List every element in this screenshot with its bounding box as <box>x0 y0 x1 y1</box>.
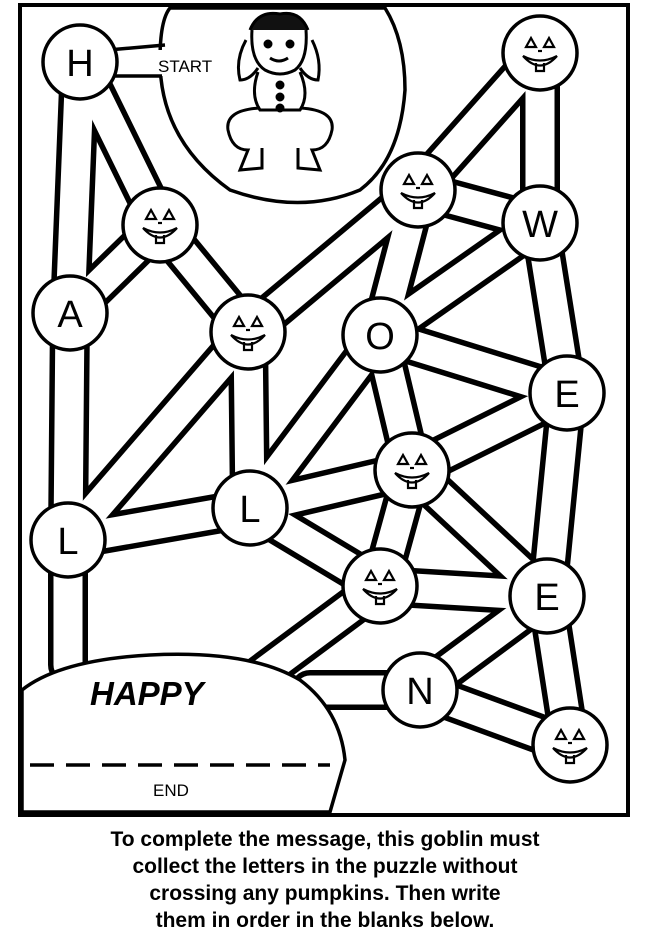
end-label: END <box>153 781 189 800</box>
letter-node-label: E <box>554 374 579 416</box>
letter-node-w[interactable]: W <box>501 184 579 262</box>
letter-node-label: A <box>57 294 83 336</box>
happy-word: HAPPY <box>90 675 207 712</box>
goblin-icon <box>226 11 334 172</box>
instruction-line: them in order in the blanks below. <box>155 909 495 932</box>
letter-node-h[interactable]: H <box>41 23 119 101</box>
instructions-text: To complete the message, this goblin mus… <box>0 826 650 934</box>
letter-node-l2[interactable]: L <box>211 469 289 547</box>
letter-node-a[interactable]: A <box>31 274 109 352</box>
letter-node-n[interactable]: N <box>381 651 459 729</box>
pumpkin-icon <box>501 14 579 92</box>
end-area <box>20 652 347 814</box>
pumpkin-icon <box>341 547 419 625</box>
pumpkin-icon <box>373 431 451 509</box>
pumpkin-icon <box>121 186 199 264</box>
pumpkin-icon <box>531 706 609 784</box>
instruction-line: crossing any pumpkins. Then write <box>149 882 501 905</box>
instruction-line: To complete the message, this goblin mus… <box>110 828 540 851</box>
letter-node-label: O <box>365 316 395 358</box>
letter-node-o[interactable]: O <box>341 296 419 374</box>
start-label: START <box>158 57 212 76</box>
letter-node-label: H <box>66 43 93 85</box>
letter-node-label: L <box>57 521 78 563</box>
instruction-line: collect the letters in the puzzle withou… <box>132 855 518 878</box>
letter-node-label: L <box>239 489 260 531</box>
maze-path-segment <box>53 317 263 555</box>
pumpkin-icon <box>209 293 287 371</box>
letter-node-label: E <box>534 577 559 619</box>
letter-node-label: W <box>522 204 558 246</box>
letter-node-label: N <box>406 671 433 713</box>
letter-node-e2[interactable]: E <box>508 557 586 635</box>
maze-path-segment <box>55 47 95 328</box>
maze-board: HAPPY END START H A L L O W E E N <box>18 3 630 817</box>
pumpkin-icon <box>379 151 457 229</box>
letter-node-l1[interactable]: L <box>29 501 107 579</box>
letter-node-e1[interactable]: E <box>528 354 606 432</box>
